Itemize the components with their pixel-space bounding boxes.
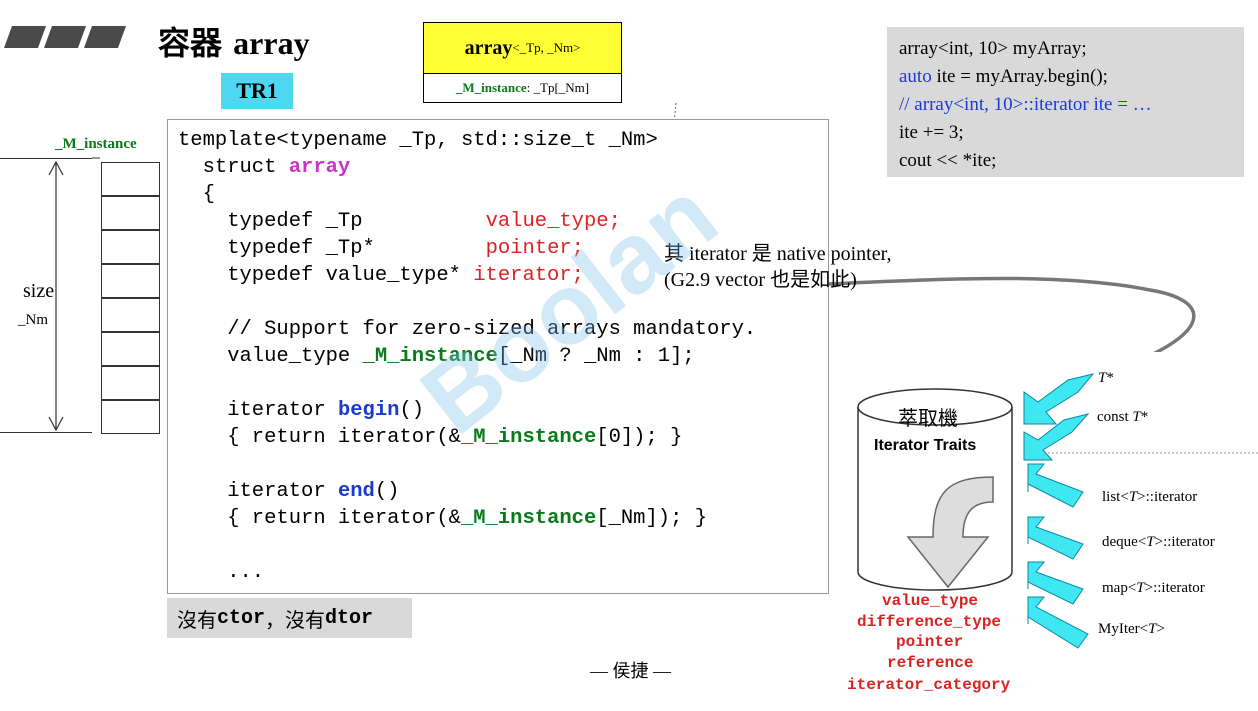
- iterator-type: const T*: [1097, 409, 1149, 425]
- memory-cell: [101, 366, 160, 400]
- code-line: { return iterator(&_M_instance[_Nm]); }: [178, 507, 707, 530]
- traits-graphics: [857, 373, 1258, 649]
- code-line: iterator end(): [178, 480, 400, 503]
- memory-cell: [101, 298, 160, 332]
- code-line: ...: [178, 561, 265, 584]
- memory-cell: [101, 230, 160, 264]
- code-line: value_type _M_instance[_Nm ? _Nm : 1];: [178, 345, 695, 368]
- code-line: iterator begin(): [178, 399, 425, 422]
- code-line: { return iterator(&_M_instance[0]); }: [178, 426, 683, 449]
- uml-member: _M_instance : _Tp[_Nm]: [455, 80, 590, 95]
- iterator-type: deque<T>::iterator: [1102, 534, 1215, 550]
- trait-type: reference: [887, 654, 974, 672]
- footer-author: — 侯捷 —: [590, 661, 671, 681]
- size-label: size: [23, 280, 55, 302]
- code-line: typedef _Tp* pointer;: [178, 237, 584, 260]
- code-line: struct array: [178, 156, 351, 179]
- uml-class-box: array<_Tp, _Nm> _M_instance : _Tp[_Nm]: [423, 22, 622, 103]
- iterator-type: map<T>::iterator: [1102, 580, 1205, 596]
- code-line: template<typename _Tp, std::size_t _Nm>: [178, 129, 658, 152]
- code-line: typedef _Tp value_type;: [178, 210, 621, 233]
- code-line: {: [178, 183, 215, 206]
- iterator-note: 其 iterator 是 native pointer, (G2.9 vecto…: [664, 243, 892, 291]
- trait-type: value_type: [882, 592, 979, 610]
- trait-type: iterator_category: [847, 676, 1011, 694]
- tr1-badge: TR1: [221, 73, 293, 109]
- iterator-type: list<T>::iterator: [1102, 489, 1198, 505]
- top-line: [0, 158, 92, 159]
- memory-cell: [101, 162, 160, 196]
- traits-subtitle: Iterator Traits: [874, 437, 977, 454]
- iterator-type: MyIter<T>: [1098, 621, 1165, 637]
- memory-cell: [101, 332, 160, 366]
- memory-cell: [101, 196, 160, 230]
- usage-example: array<int, 10> myArray; auto ite = myArr…: [887, 27, 1244, 177]
- memory-cell: [101, 400, 160, 434]
- code-comment: // Support for zero-sized arrays mandato…: [178, 318, 757, 341]
- bottom-line: [0, 432, 92, 433]
- code-line: typedef value_type* iterator;: [178, 264, 584, 287]
- iterator-type: T*: [1098, 370, 1114, 386]
- memory-label: _M_instance: [55, 136, 137, 152]
- traits-title: 萃取機: [898, 406, 958, 430]
- memory-cell: [101, 264, 160, 298]
- nm-label: _Nm: [18, 312, 48, 328]
- trait-type: pointer: [896, 633, 964, 651]
- page-title: 容器 array: [158, 24, 310, 62]
- code-box: [167, 119, 829, 594]
- trait-type: difference_type: [857, 613, 1002, 631]
- uml-class-name: array<_Tp, _Nm>: [424, 23, 621, 74]
